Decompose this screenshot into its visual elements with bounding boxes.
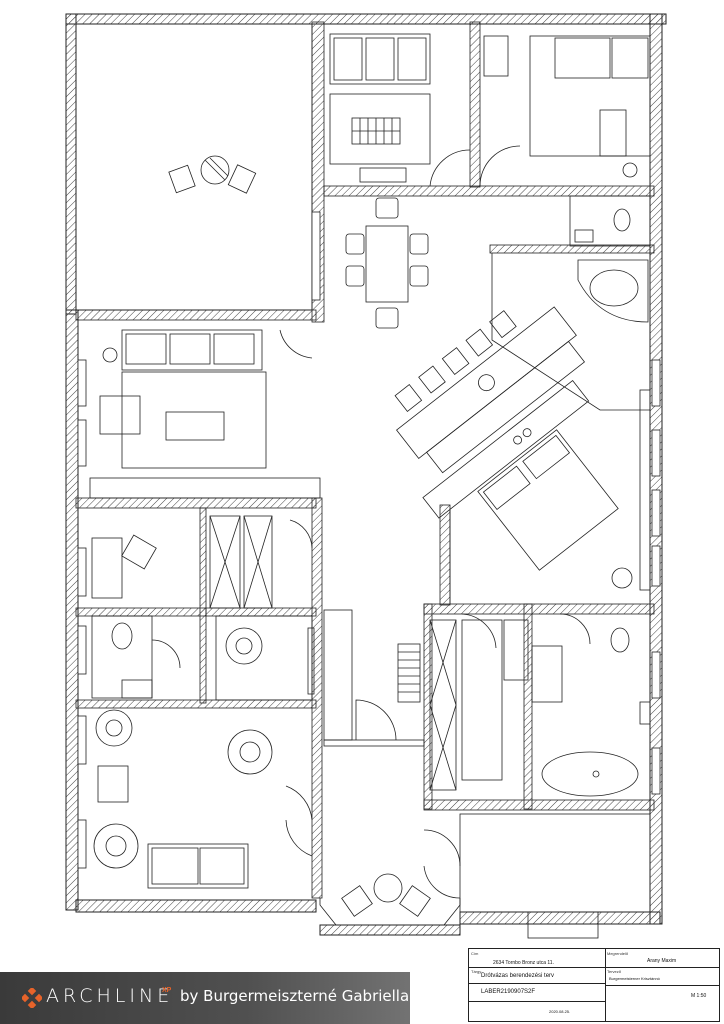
entry-bay	[319, 829, 461, 926]
kitchen-island	[394, 306, 586, 474]
brand-banner: ARCHLINE XP by Burgermeiszterné Gabriell…	[0, 972, 410, 1024]
subject-label: Tárgy	[471, 969, 482, 974]
plant-room	[215, 615, 315, 701]
corridor	[323, 609, 425, 747]
tv-room-furniture	[329, 33, 471, 187]
bedroom-left-furniture	[93, 709, 313, 889]
terrace	[75, 23, 313, 311]
bedroom-top-furniture	[479, 35, 651, 187]
address-value: 2634 Tornbo Bronz utca 11.	[493, 960, 554, 966]
client-name: Arany Maxim	[647, 958, 677, 964]
title-block: Cím 2634 Tornbo Bronz utca 11. Tárgy Dró…	[468, 948, 720, 1022]
brand-suffix: XP	[162, 987, 172, 994]
designer-label: Tervező	[607, 969, 622, 974]
dining-table	[345, 197, 429, 329]
living-room-furniture	[89, 329, 321, 499]
bathroom-bottom	[531, 613, 651, 797]
interior-walls	[75, 21, 655, 899]
drawing-date: 2020.08.25.	[549, 1009, 571, 1014]
windows-left	[77, 211, 661, 869]
archline-logo-icon	[22, 988, 42, 1008]
brand-byline: by Burgermeiszterné Gabriella	[180, 987, 410, 1005]
office-room	[91, 515, 313, 609]
double-bed	[477, 429, 619, 571]
outer-walls	[65, 13, 667, 936]
client-label: Megrendelő	[607, 951, 629, 956]
drawing-code: LABER2190907S2F	[481, 989, 536, 995]
wc-top	[569, 195, 651, 247]
bottom-step	[527, 911, 599, 939]
wardrobe-block	[429, 613, 529, 791]
plan-title: Drótvázas berendezési terv	[481, 973, 555, 979]
bistro-table-terrace	[168, 155, 257, 194]
drawing-scale: M 1:50	[691, 993, 707, 999]
address-label: Cím	[471, 951, 479, 956]
wc-left	[91, 615, 181, 699]
bedroom-right-walls	[449, 389, 651, 604]
storage-room	[459, 813, 651, 913]
designer-name: Burgermeisterner Krisztánnó	[609, 976, 660, 981]
brand-name: ARCHLINE	[46, 985, 174, 1007]
corner-bathtub	[491, 253, 650, 411]
kitchen-counter	[422, 379, 590, 519]
